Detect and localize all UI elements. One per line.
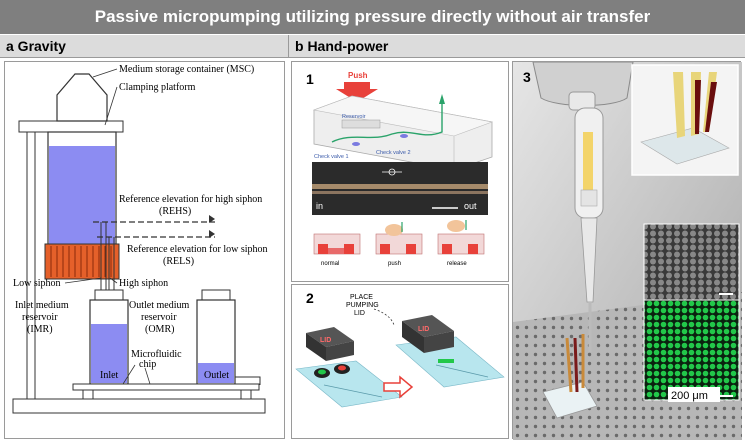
label-imr-line2: reservoir [22,312,58,323]
lid-label-right: LID [418,326,429,333]
label-rels-line2: (RELS) [163,256,194,267]
label-outlet: Outlet [204,370,229,381]
panel-b-header: b Hand-power [289,35,745,58]
label-low-siphon: Low siphon [13,278,61,289]
panel-a-gravity: Medium storage container (MSC) Clamping … [4,61,285,439]
step-label-normal: normal [321,261,339,267]
caption-pumping: PUMPING [346,302,379,309]
micrograph-fluorescence [643,299,740,401]
gravity-setup-diagram: Medium storage container (MSC) Clamping … [12,64,268,414]
pipette-photograph: 200 μm 3 [513,61,742,440]
check-valve-diagram: 1 Push Reservoir Check valve 1 Check val… [306,71,494,267]
label-omr-line3: (OMR) [145,324,174,335]
caption-lid: LID [354,310,365,317]
microfluidic-chip [72,383,260,391]
clamping-platform [18,120,124,133]
subpanel-number-1: 1 [306,71,314,87]
label-msc: Medium storage container (MSC) [119,64,254,75]
label-imr-line1: Inlet medium [15,300,69,311]
label-reservoir: Reservoir [342,114,366,120]
orange-clamp [44,243,120,280]
label-omr-line2: reservoir [141,312,177,323]
subpanel-number-3: 3 [523,69,531,85]
panel-b1-check-valves: 1 Push Reservoir Check valve 1 Check val… [291,61,509,282]
label-clamping-platform: Clamping platform [119,82,196,93]
label-in: in [316,201,323,211]
pumping-lid-diagram: 2 PLACE PUMPING LID LID [295,290,505,408]
panel-b2-pumping-lid: 2 PLACE PUMPING LID LID [291,284,509,439]
label-rehs-line2: (REHS) [159,206,191,217]
label-inlet: Inlet [100,370,119,381]
figure-title: Passive micropumping utilizing pressure … [0,0,745,35]
label-chip-line2: chip [139,359,156,370]
label-rehs-line1: Reference elevation for high siphon [119,194,262,205]
label-chip-line1: Microfluidic [131,349,182,360]
subpanel-number-2: 2 [306,290,314,306]
step-label-release: release [447,261,467,267]
scale-bar-label: 200 μm [671,390,708,402]
label-high-siphon: High siphon [119,278,168,289]
push-arrow-icon [336,82,378,102]
panel-a-header: a Gravity [0,35,289,58]
lid-label-left: LID [320,337,331,344]
transition-arrow-icon [383,375,414,399]
label-omr-line1: Outlet medium [129,300,189,311]
label-push: Push [348,71,368,80]
step-label-push: push [388,261,401,267]
micrograph-brightfield [643,223,740,301]
panel-b3-photo: 200 μm 3 [512,61,742,440]
label-check-valve-2: Check valve 2 [376,150,411,156]
caption-place: PLACE [350,294,373,301]
label-out: out [464,201,477,211]
label-rels-line1: Reference elevation for low siphon [127,244,268,255]
label-imr-line3: (IMR) [27,324,53,335]
label-check-valve-1: Check valve 1 [314,154,349,160]
